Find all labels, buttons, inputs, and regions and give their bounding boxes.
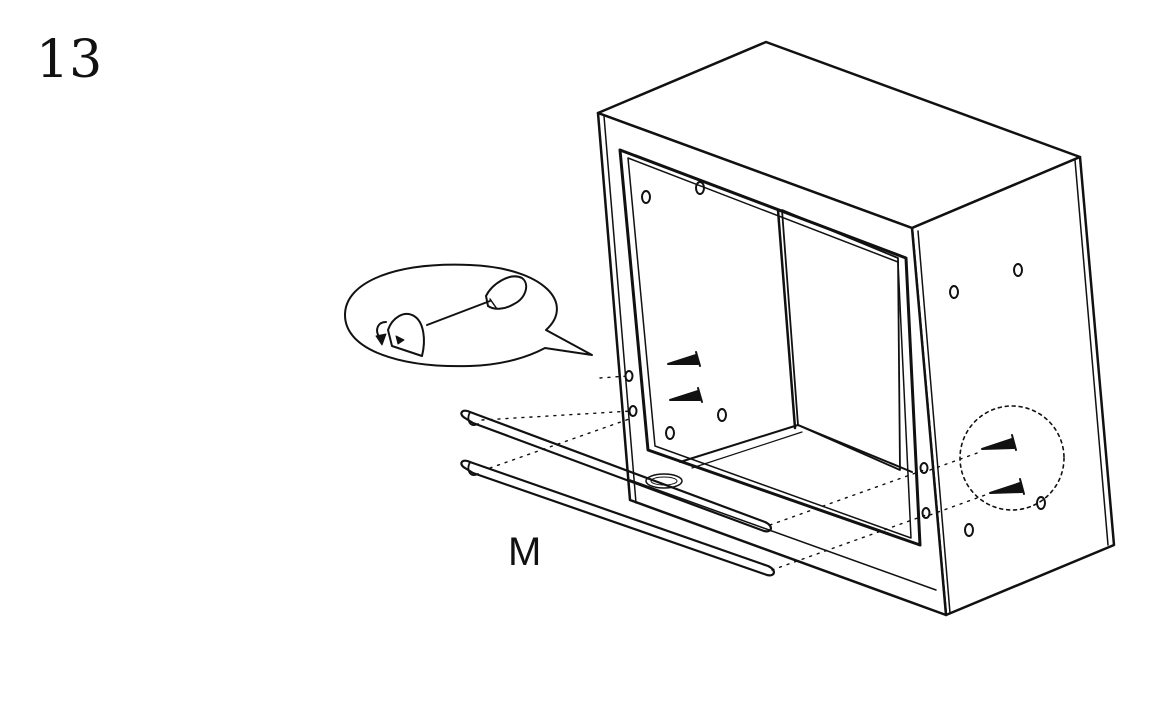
cabinet-back-panel bbox=[781, 209, 901, 471]
alignment-lines bbox=[481, 375, 989, 571]
cabinet-side-face bbox=[910, 155, 1116, 617]
screw-icon bbox=[667, 351, 703, 403]
brand-plate bbox=[645, 473, 683, 489]
holes bbox=[624, 181, 1046, 537]
screw-detail bbox=[959, 405, 1065, 511]
callout-bubble bbox=[344, 263, 593, 368]
part-label-m: M bbox=[508, 530, 542, 574]
handle-rails-m bbox=[460, 409, 775, 577]
detail-callout bbox=[344, 263, 593, 368]
cam-lock-icon bbox=[375, 312, 425, 357]
step-number: 13 bbox=[36, 30, 103, 90]
cabinet bbox=[596, 40, 1116, 617]
cabinet-front-face bbox=[596, 111, 948, 617]
screwdriver-icon bbox=[426, 275, 528, 326]
